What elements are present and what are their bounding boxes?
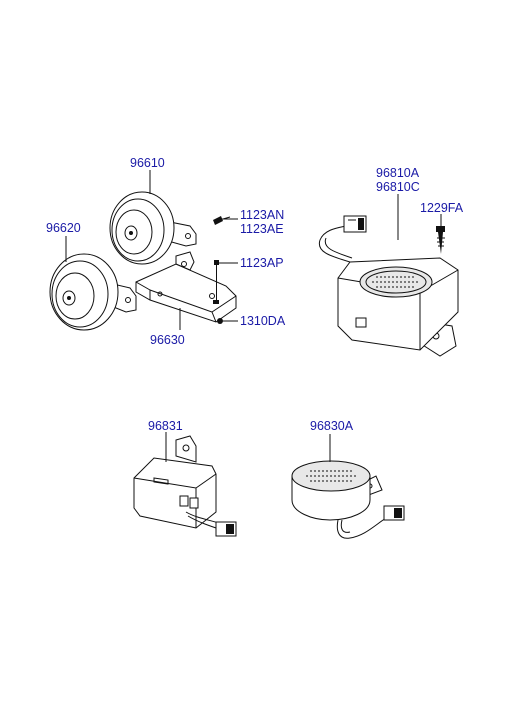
label-1123an: 1123AN — [240, 208, 284, 222]
screw-1229fa-icon — [436, 226, 445, 254]
horn-96620[interactable] — [49, 253, 137, 331]
label-96810a: 96810A — [376, 166, 420, 180]
label-96830a: 96830A — [310, 419, 354, 433]
label-96831: 96831 — [148, 419, 183, 433]
relay-96831[interactable] — [133, 435, 237, 537]
nut-1310da-icon — [217, 318, 223, 324]
bolt-1123an-icon — [213, 216, 231, 225]
label-1123ap: 1123AP — [240, 256, 284, 270]
buzzer-96830a[interactable] — [291, 460, 405, 539]
horn-96610[interactable] — [109, 191, 197, 265]
label-1310da: 1310DA — [240, 314, 286, 328]
label-96610: 96610 — [130, 156, 165, 170]
bolt-1123ap-icon — [213, 260, 219, 304]
label-1123ae: 1123AE — [240, 222, 284, 236]
buzzer-96810[interactable] — [318, 215, 459, 357]
label-1229fa: 1229FA — [420, 201, 464, 215]
label-96810c: 96810C — [376, 180, 420, 194]
label-96620: 96620 — [46, 221, 81, 235]
bracket-96630[interactable] — [135, 251, 237, 323]
label-96630: 96630 — [150, 333, 185, 347]
